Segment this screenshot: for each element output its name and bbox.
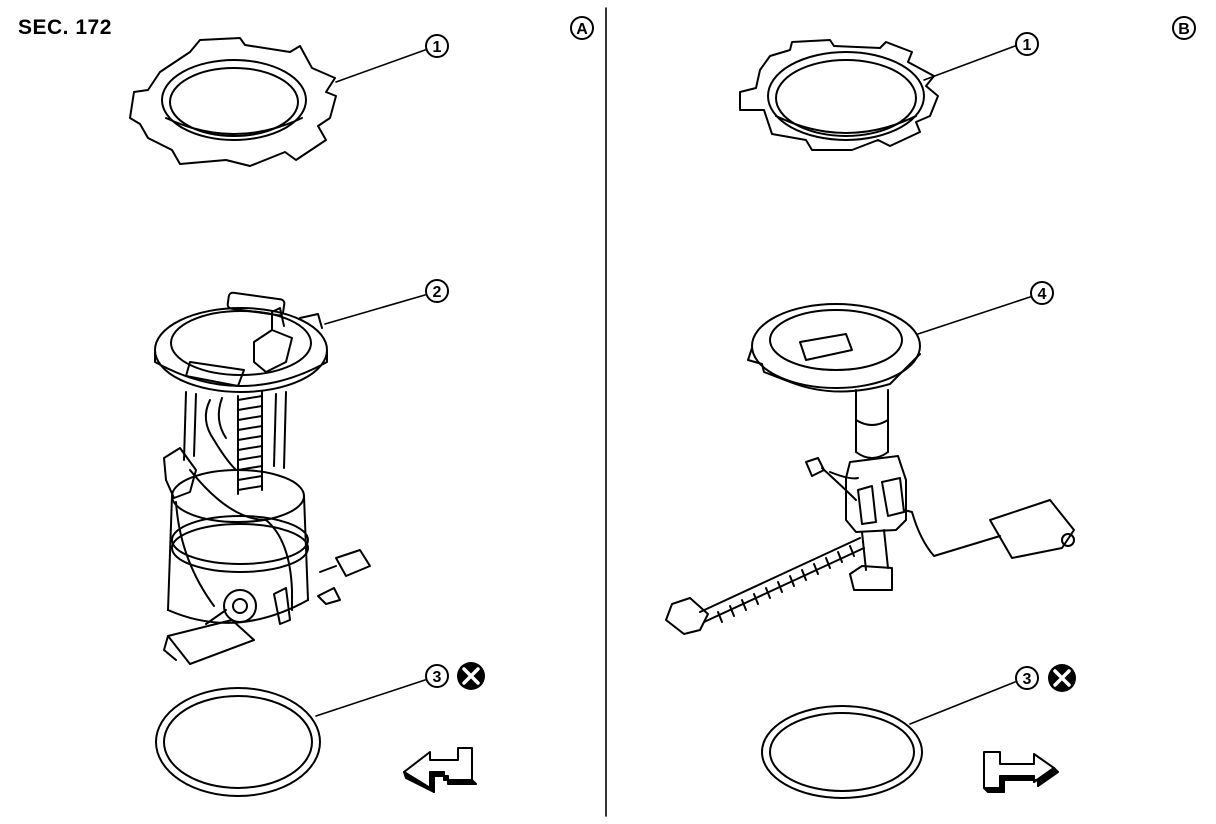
callout-4: 4: [1030, 281, 1054, 305]
svg-text:3: 3: [433, 669, 442, 686]
leader-3a: [315, 679, 426, 717]
section-label: SEC. 172: [18, 16, 112, 39]
svg-text:A: A: [576, 21, 588, 38]
leader-1b: [923, 45, 1016, 81]
lock-ring-b: [739, 39, 939, 151]
panel-a-marker: A: [570, 16, 594, 40]
front-arrow-b: [983, 751, 1059, 793]
panel-b-marker: B: [1172, 16, 1196, 40]
svg-text:3: 3: [1023, 671, 1032, 688]
callout-1b: 1: [1015, 32, 1039, 56]
o-ring-b: [761, 705, 923, 799]
lock-ring-a: [129, 37, 337, 167]
leader-3b: [909, 681, 1016, 725]
fuel-pump-assembly: [154, 291, 371, 665]
front-arrow-a: [403, 747, 477, 793]
leader-4: [917, 296, 1031, 335]
svg-text:1: 1: [433, 39, 442, 56]
callout-3a: 3: [425, 664, 449, 688]
svg-text:B: B: [1178, 21, 1190, 38]
svg-text:2: 2: [433, 284, 442, 301]
svg-text:1: 1: [1023, 37, 1032, 54]
leader-1a: [335, 49, 426, 83]
callout-1a: 1: [425, 34, 449, 58]
do-not-reuse-icon-b: [1048, 664, 1076, 692]
fuel-level-sensor-unit: [665, 303, 1075, 635]
svg-text:4: 4: [1038, 286, 1047, 303]
leader-2: [324, 294, 426, 325]
do-not-reuse-icon-a: [457, 662, 485, 690]
callout-2: 2: [425, 279, 449, 303]
o-ring-a: [155, 687, 321, 797]
callout-3b: 3: [1015, 666, 1039, 690]
